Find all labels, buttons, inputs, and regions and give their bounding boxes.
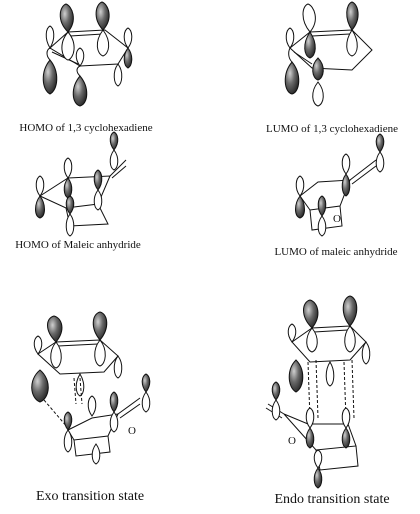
orbital-lobes <box>284 1 359 107</box>
lumo-cyclohexadiene-diagram <box>284 1 373 107</box>
homo-cyclohexadiene-diagram <box>42 1 133 107</box>
orbital-lobes <box>295 133 385 237</box>
orbital-lobes <box>31 311 123 403</box>
orbital-lobes <box>287 295 371 393</box>
caption-homo-cyclohexadiene: HOMO of 1,3 cyclohexadiene <box>19 122 153 134</box>
oxygen-label: O <box>333 213 341 225</box>
orbital-lobes <box>35 131 119 237</box>
orbital-lobes <box>42 1 133 107</box>
caption-homo-maleic: HOMO of Maleic anhydride <box>15 239 141 251</box>
caption-lumo-cyclohexadiene: LUMO of 1,3 cyclohexadiene <box>266 123 398 135</box>
caption-endo-ts: Endo transition state <box>274 492 390 507</box>
lumo-maleic-diagram <box>295 133 385 237</box>
orbital-lobes <box>63 373 151 465</box>
orbital-lobes <box>271 381 351 489</box>
endo-ts-diagram <box>265 295 371 489</box>
caption-lumo-maleic: LUMO of maleic anhydride <box>274 246 398 258</box>
caption-exo-ts: Exo transition state <box>35 489 145 504</box>
oxygen-label: O <box>128 425 136 437</box>
oxygen-label: O <box>288 435 296 447</box>
exo-ts-diagram <box>31 311 151 465</box>
homo-maleic-diagram <box>35 131 127 237</box>
